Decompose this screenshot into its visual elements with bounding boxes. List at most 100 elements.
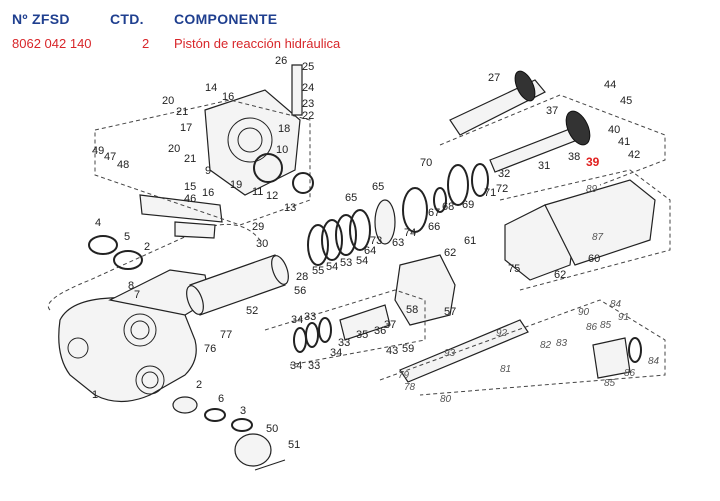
highlighted-callout[interactable]: 39	[586, 155, 600, 169]
svg-text:33: 33	[304, 311, 316, 323]
svg-text:72: 72	[496, 183, 508, 195]
svg-text:26: 26	[275, 55, 287, 67]
svg-text:86: 86	[624, 368, 636, 379]
svg-text:85: 85	[604, 378, 616, 389]
svg-text:6: 6	[218, 393, 224, 405]
svg-text:60: 60	[588, 253, 600, 265]
svg-text:45: 45	[620, 95, 632, 107]
svg-text:37: 37	[546, 105, 558, 117]
end-cap-50	[234, 433, 272, 467]
svg-text:35: 35	[356, 329, 368, 341]
svg-text:40: 40	[608, 124, 620, 136]
header-component: COMPONENTE	[174, 11, 278, 27]
valve-body	[204, 89, 301, 196]
svg-text:63: 63	[392, 237, 404, 249]
svg-text:61: 61	[464, 235, 476, 247]
svg-text:20: 20	[162, 95, 174, 107]
svg-text:54: 54	[326, 261, 338, 273]
svg-text:56: 56	[294, 285, 306, 297]
exploded-diagram: 26 25 24 23 22 27 44 45 37 40 41 42 38 3…	[47, 55, 671, 471]
header-number: Nº ZFSD	[12, 11, 70, 27]
svg-text:34: 34	[330, 347, 342, 359]
svg-text:22: 22	[302, 110, 314, 122]
svg-text:78: 78	[404, 382, 416, 393]
svg-text:65: 65	[372, 181, 384, 193]
svg-text:2: 2	[144, 241, 150, 253]
svg-text:53: 53	[340, 257, 352, 269]
input-shaft	[139, 194, 223, 223]
svg-text:15: 15	[184, 181, 196, 193]
svg-text:21: 21	[184, 153, 196, 165]
svg-text:29: 29	[252, 221, 264, 233]
part-number: 8062 042 140	[12, 36, 92, 51]
part-component: Pistón de reacción hidráulica	[174, 36, 341, 51]
svg-text:28: 28	[296, 271, 308, 283]
svg-text:2: 2	[196, 379, 202, 391]
part-quantity: 2	[142, 36, 150, 51]
svg-text:33: 33	[338, 337, 350, 349]
svg-text:31: 31	[538, 160, 550, 172]
svg-text:7: 7	[134, 289, 140, 301]
svg-text:50: 50	[266, 423, 278, 435]
svg-text:67: 67	[428, 207, 440, 219]
svg-text:12: 12	[266, 190, 278, 202]
svg-text:57: 57	[444, 306, 456, 318]
svg-text:81: 81	[500, 364, 511, 375]
svg-text:74: 74	[404, 227, 416, 239]
svg-text:34: 34	[290, 360, 302, 372]
svg-text:32: 32	[498, 168, 510, 180]
svg-text:51: 51	[288, 439, 300, 451]
svg-text:52: 52	[246, 305, 258, 317]
aux-cylinder	[544, 179, 656, 266]
svg-text:92: 92	[496, 328, 508, 339]
svg-text:62: 62	[554, 269, 566, 281]
svg-text:33: 33	[308, 360, 320, 372]
svg-text:27: 27	[488, 72, 500, 84]
svg-text:18: 18	[278, 123, 290, 135]
svg-text:62: 62	[444, 247, 456, 259]
main-housing	[58, 295, 197, 403]
svg-text:36: 36	[374, 325, 386, 337]
svg-text:89: 89	[586, 184, 598, 195]
svg-text:19: 19	[230, 179, 242, 191]
svg-text:4: 4	[95, 217, 101, 229]
svg-text:91: 91	[618, 312, 629, 323]
svg-text:34: 34	[291, 314, 303, 326]
svg-text:9: 9	[205, 165, 211, 177]
housing-bore	[135, 365, 165, 395]
svg-text:85: 85	[600, 320, 612, 331]
svg-text:43: 43	[386, 345, 398, 357]
svg-text:10: 10	[276, 144, 288, 156]
svg-text:83: 83	[556, 338, 568, 349]
piston-block	[394, 254, 456, 326]
reaction-piston	[339, 304, 391, 341]
svg-text:80: 80	[440, 394, 452, 405]
svg-text:30: 30	[256, 238, 268, 250]
svg-text:16: 16	[222, 91, 234, 103]
svg-text:77: 77	[220, 329, 232, 341]
svg-text:25: 25	[302, 61, 314, 73]
svg-text:48: 48	[117, 159, 129, 171]
bleed-screw	[291, 64, 303, 116]
svg-text:24: 24	[302, 82, 314, 94]
svg-text:76: 76	[204, 343, 216, 355]
svg-text:70: 70	[420, 157, 432, 169]
callout-labels: 26 25 24 23 22 27 44 45 37 40 41 42 38 3…	[92, 55, 660, 451]
svg-text:47: 47	[104, 151, 116, 163]
svg-text:5: 5	[124, 231, 130, 243]
svg-text:71: 71	[484, 187, 496, 199]
svg-text:84: 84	[610, 299, 622, 310]
svg-text:37: 37	[384, 319, 396, 331]
svg-text:79: 79	[398, 370, 410, 381]
svg-text:66: 66	[428, 221, 440, 233]
svg-text:73: 73	[370, 235, 382, 247]
svg-text:20: 20	[168, 143, 180, 155]
svg-text:13: 13	[284, 202, 296, 214]
svg-text:75: 75	[508, 263, 520, 275]
svg-text:55: 55	[312, 265, 324, 277]
svg-text:86: 86	[586, 322, 598, 333]
steering-shaft	[399, 319, 529, 383]
svg-text:69: 69	[462, 199, 474, 211]
svg-text:90: 90	[578, 307, 590, 318]
svg-text:93: 93	[444, 348, 456, 359]
